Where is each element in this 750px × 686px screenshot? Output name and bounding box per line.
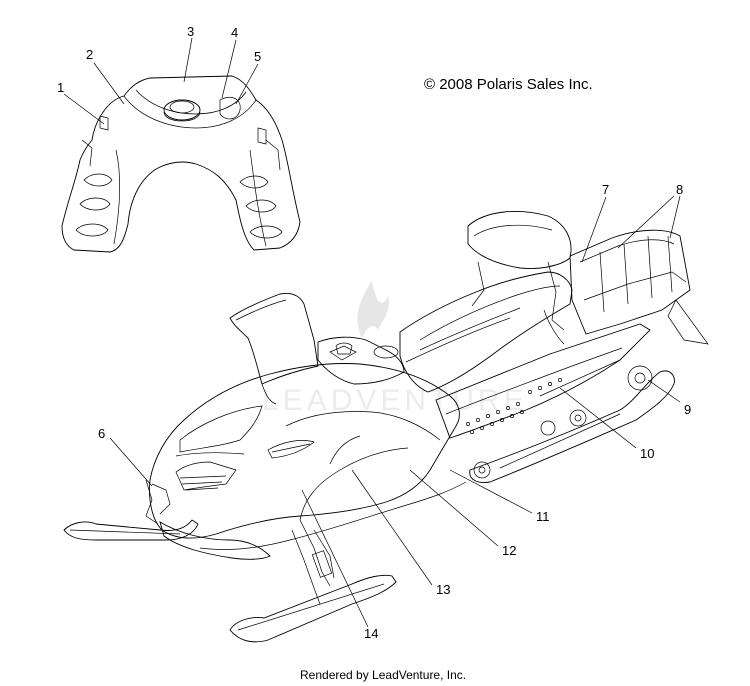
callout-2: 2 — [86, 47, 93, 62]
callout-14: 14 — [364, 626, 378, 641]
callout-8: 8 — [676, 182, 683, 197]
footer-credit: Rendered by LeadVenture, Inc. — [300, 668, 466, 682]
callout-10: 10 — [640, 446, 654, 461]
callout-6: 6 — [98, 426, 105, 441]
watermark-text: LEADVENTURE — [262, 384, 528, 417]
callout-3: 3 — [187, 24, 194, 39]
callout-9: 9 — [684, 402, 691, 417]
callout-5: 5 — [254, 49, 261, 64]
leader-lines — [63, 37, 681, 628]
tunnel-holes — [466, 378, 562, 434]
snowmobile-illustration — [63, 211, 709, 643]
hood-inset-illustration — [61, 75, 301, 253]
callout-4: 4 — [231, 25, 238, 40]
callout-13: 13 — [436, 582, 450, 597]
callout-labels: 1 2 3 4 5 6 7 8 9 10 11 12 13 14 — [57, 24, 691, 641]
callout-1: 1 — [57, 80, 64, 95]
callout-7: 7 — [602, 182, 609, 197]
callout-12: 12 — [502, 543, 516, 558]
copyright-text: © 2008 Polaris Sales Inc. — [424, 76, 593, 93]
callout-11: 11 — [536, 509, 550, 524]
